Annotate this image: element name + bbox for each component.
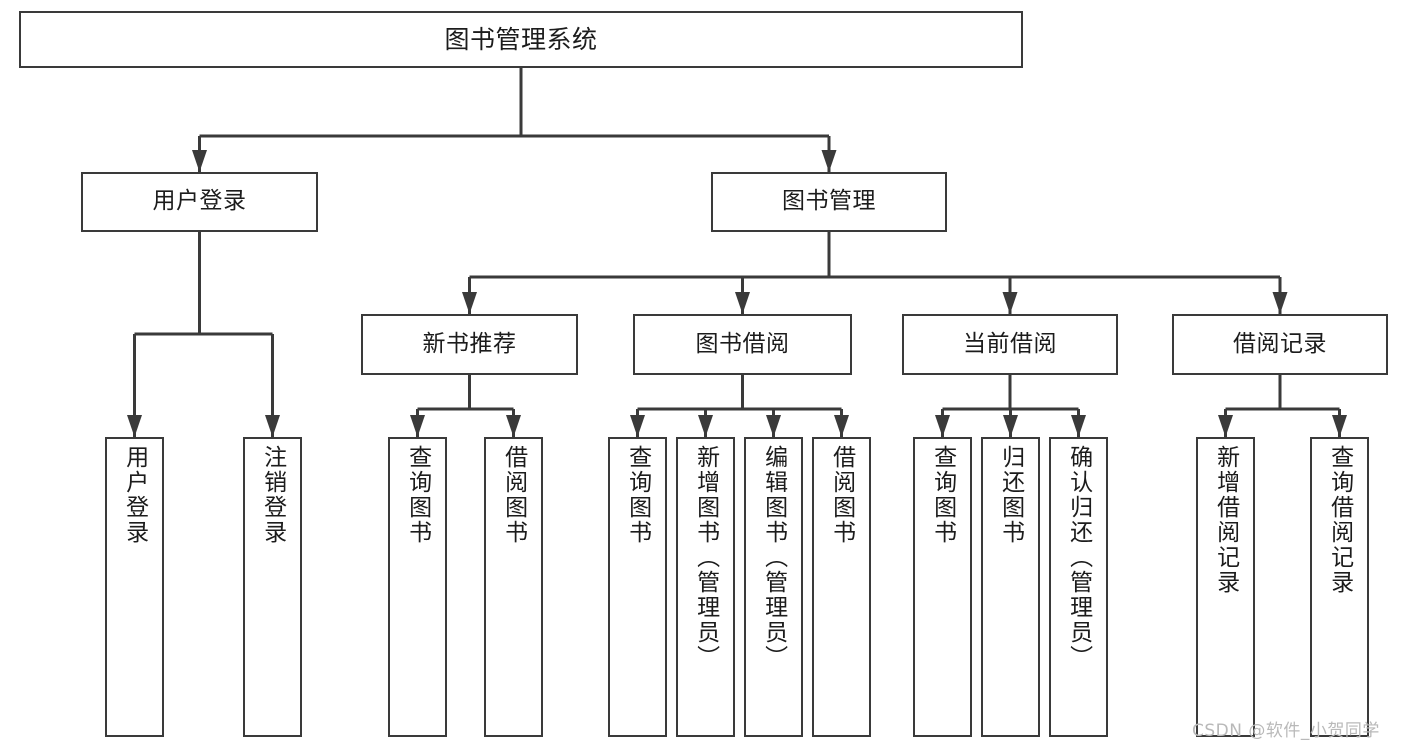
node-label-leaf-borrow-edit: 编辑图书（管理员）: [760, 445, 787, 670]
node-record: 借阅记录: [1172, 314, 1388, 375]
node-leaf-borrow-add: 新增图书（管理员）: [676, 437, 735, 737]
node-label-leaf-borrow-lend: 借阅图书: [828, 445, 855, 545]
node-label-newbook: 新书推荐: [422, 330, 517, 357]
arrow-head-leaf-borrow-edit: [766, 415, 781, 437]
node-leaf-borrow-query: 查询图书: [608, 437, 667, 737]
node-label-leaf-user-logout: 注销登录: [259, 445, 286, 545]
node-leaf-rec-add: 新增借阅记录: [1196, 437, 1255, 737]
node-leaf-cur-query: 查询图书: [913, 437, 972, 737]
node-label-borrow: 图书借阅: [695, 330, 790, 357]
arrow-head-leaf-user-logout: [265, 415, 280, 437]
node-label-login: 用户登录: [152, 188, 247, 215]
node-label-root: 图书管理系统: [444, 24, 598, 54]
node-label-leaf-new-query: 查询图书: [404, 445, 431, 545]
arrow-head-leaf-cur-query: [935, 415, 950, 437]
node-bookmgmt: 图书管理: [711, 172, 947, 232]
arrow-head-leaf-cur-return: [1003, 415, 1018, 437]
node-label-current: 当前借阅: [963, 330, 1057, 357]
node-leaf-cur-return: 归还图书: [981, 437, 1040, 737]
node-leaf-borrow-edit: 编辑图书（管理员）: [744, 437, 803, 737]
node-leaf-new-borrow: 借阅图书: [484, 437, 543, 737]
arrow-head-login: [192, 150, 207, 172]
arrow-head-leaf-borrow-add: [698, 415, 713, 437]
arrow-head-bookmgmt: [821, 150, 837, 172]
arrow-head-leaf-new-query: [410, 415, 425, 437]
node-label-leaf-cur-return: 归还图书: [997, 445, 1024, 545]
arrow-head-leaf-user-login: [127, 415, 142, 437]
node-leaf-cur-confirm: 确认归还（管理员）: [1049, 437, 1108, 737]
node-label-record: 借阅记录: [1233, 330, 1327, 357]
node-leaf-borrow-lend: 借阅图书: [812, 437, 871, 737]
arrow-head-leaf-borrow-query: [630, 415, 645, 437]
node-label-leaf-borrow-add: 新增图书（管理员）: [692, 445, 719, 670]
node-current: 当前借阅: [902, 314, 1118, 375]
arrow-head-leaf-new-borrow: [506, 415, 521, 437]
arrow-head-leaf-rec-add: [1218, 415, 1233, 437]
node-label-bookmgmt: 图书管理: [782, 188, 876, 215]
node-leaf-user-login: 用户登录: [105, 437, 164, 737]
arrow-head-leaf-cur-confirm: [1071, 415, 1086, 437]
arrow-head-record: [1272, 292, 1288, 314]
node-leaf-new-query: 查询图书: [388, 437, 447, 737]
arrow-head-current: [1002, 292, 1018, 314]
node-newbook: 新书推荐: [361, 314, 578, 375]
arrow-head-borrow: [735, 292, 750, 314]
node-label-leaf-borrow-query: 查询图书: [624, 445, 651, 545]
arrow-head-leaf-rec-query: [1332, 415, 1347, 437]
arrow-head-leaf-borrow-lend: [834, 415, 849, 437]
node-label-leaf-cur-query: 查询图书: [929, 445, 956, 545]
node-label-leaf-rec-add: 新增借阅记录: [1212, 445, 1239, 595]
node-label-leaf-rec-query: 查询借阅记录: [1326, 445, 1353, 595]
node-label-leaf-cur-confirm: 确认归还（管理员）: [1065, 445, 1092, 670]
csdn-watermark: CSDN @软件_小贺同学: [1192, 721, 1380, 741]
node-root: 图书管理系统: [19, 11, 1023, 68]
node-borrow: 图书借阅: [633, 314, 852, 375]
node-leaf-user-logout: 注销登录: [243, 437, 302, 737]
node-login: 用户登录: [81, 172, 318, 232]
node-label-leaf-new-borrow: 借阅图书: [500, 445, 527, 545]
node-leaf-rec-query: 查询借阅记录: [1310, 437, 1369, 737]
node-label-leaf-user-login: 用户登录: [121, 445, 148, 545]
arrow-head-newbook: [462, 292, 477, 314]
